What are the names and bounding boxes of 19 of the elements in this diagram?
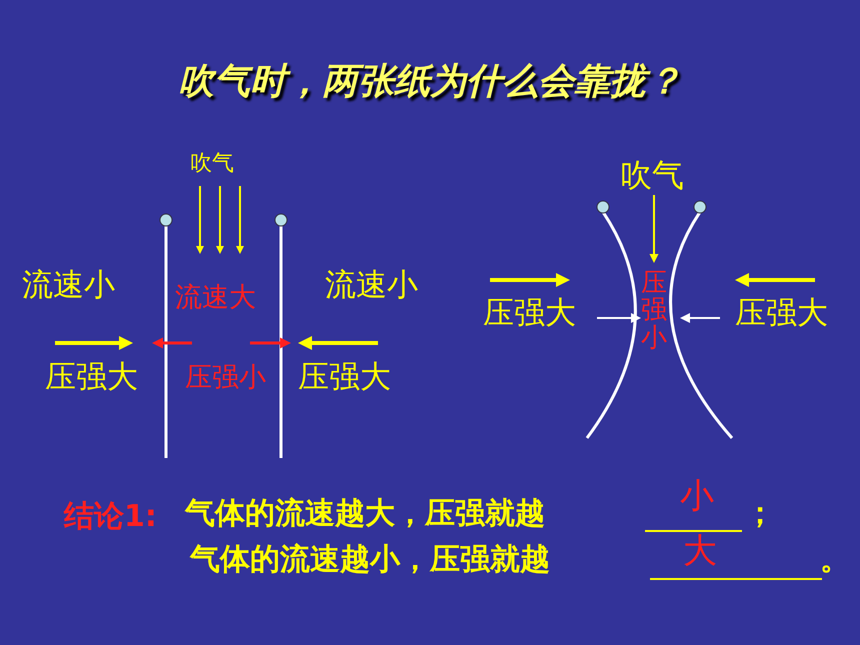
pressure-label: 压强大 (483, 296, 576, 330)
direction-label: 吹气 (620, 158, 684, 194)
title: 吹气时，两张纸为什么会靠拢？ (177, 62, 683, 102)
direction-label: 吹气 (190, 152, 234, 176)
answer-text: 小 (680, 478, 714, 516)
conclusion-text: 气体的流速越大，压强就越 (185, 497, 545, 530)
pressure-label: 压强大 (735, 296, 828, 330)
pressure-label: 压强大 (298, 360, 391, 394)
answer-text: 大 (683, 533, 717, 570)
flow-speed-label: 流速小 (325, 268, 418, 302)
conclusion-text: 气体的流速越小，压强就越 (190, 543, 550, 576)
pressure-label: 压强小 (641, 270, 667, 352)
flow-speed-label: 流速小 (22, 268, 115, 302)
pressure-label: 压强大 (45, 360, 138, 394)
flow-speed-label: 流速大 (175, 283, 256, 313)
punctuation: 。 (820, 543, 850, 576)
punctuation: ； (745, 497, 775, 530)
pressure-label: 压强小 (185, 363, 266, 393)
conclusion-heading: 结论1: (64, 500, 157, 533)
